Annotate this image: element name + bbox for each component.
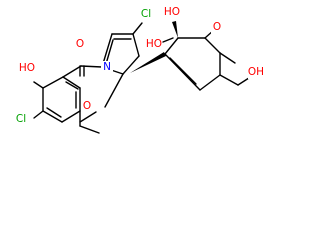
chemical-structure: Cl O HO N O Cl HO HO O OH — [14, 6, 264, 134]
atom-label-layer: Cl O HO N O Cl HO HO O OH — [14, 6, 264, 126]
phenol-hydroxyl-label: HO — [19, 62, 35, 74]
hydroxyl-label: HO — [146, 38, 162, 50]
ring-oxygen-label: O — [83, 100, 91, 112]
hydroxyl-label: HO — [164, 6, 180, 18]
hydroxymethyl-label: OH — [248, 66, 264, 78]
nitrogen-atom-label: N — [103, 61, 111, 73]
chlorine-atom-label: Cl — [141, 8, 151, 20]
methoxy-oxygen-label: O — [213, 21, 221, 33]
carbonyl-oxygen-label: O — [76, 38, 84, 50]
bond-layer — [33, 21, 253, 134]
chlorine-atom-label: Cl — [16, 113, 26, 125]
